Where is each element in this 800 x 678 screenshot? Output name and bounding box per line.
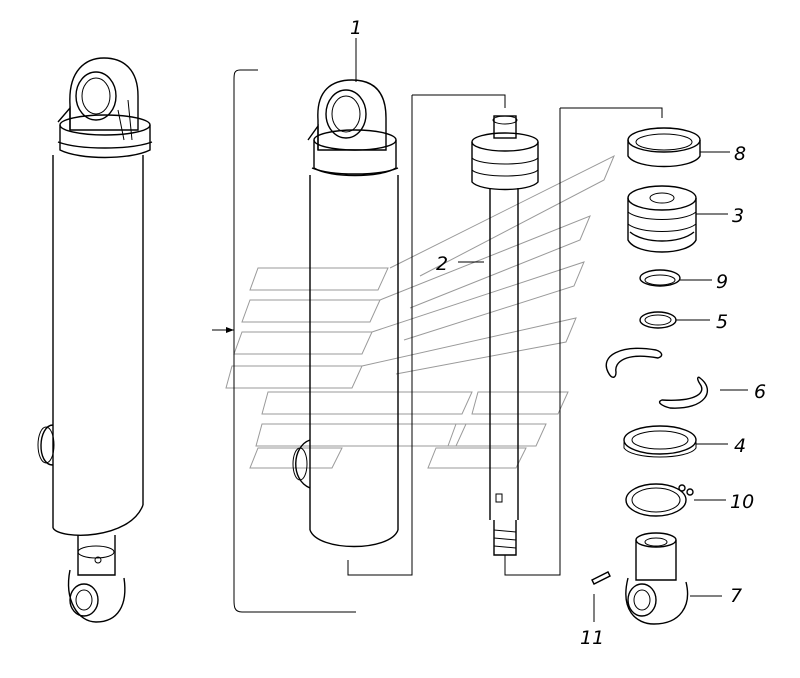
part-3-gland-bushing — [627, 185, 728, 253]
bracket-group-3 — [559, 107, 663, 575]
callout-5: 5 — [716, 311, 728, 333]
callout-4: 4 — [734, 435, 746, 457]
callout-3: 3 — [732, 205, 744, 227]
callout-labels: 1 2 3 4 5 6 7 8 9 10 11 — [350, 17, 766, 649]
part-11-pin — [591, 571, 611, 622]
bracket-group-1 — [212, 69, 356, 613]
callout-6: 6 — [754, 381, 766, 403]
part-10-circlip — [625, 483, 726, 517]
part-9-small-ring — [639, 269, 712, 287]
assembled-cylinder-left — [37, 57, 153, 623]
part-7-eye-end — [625, 532, 722, 625]
part-6-split-ring — [605, 347, 748, 409]
callout-11: 11 — [580, 627, 604, 649]
callout-9: 9 — [716, 271, 728, 293]
part-2-piston-rod — [458, 115, 561, 576]
callout-2: 2 — [436, 253, 448, 275]
callout-8: 8 — [734, 143, 746, 165]
part-8-seal-ring — [627, 127, 730, 168]
bracket-group-2 — [347, 94, 506, 576]
watermark-logo — [225, 154, 615, 469]
part-5-o-ring — [639, 311, 710, 329]
callout-7: 7 — [730, 585, 742, 607]
callout-10: 10 — [730, 491, 754, 513]
part-4-seal-ring — [623, 425, 728, 458]
part-1-cylinder-barrel — [292, 38, 399, 548]
callout-1: 1 — [350, 17, 362, 39]
